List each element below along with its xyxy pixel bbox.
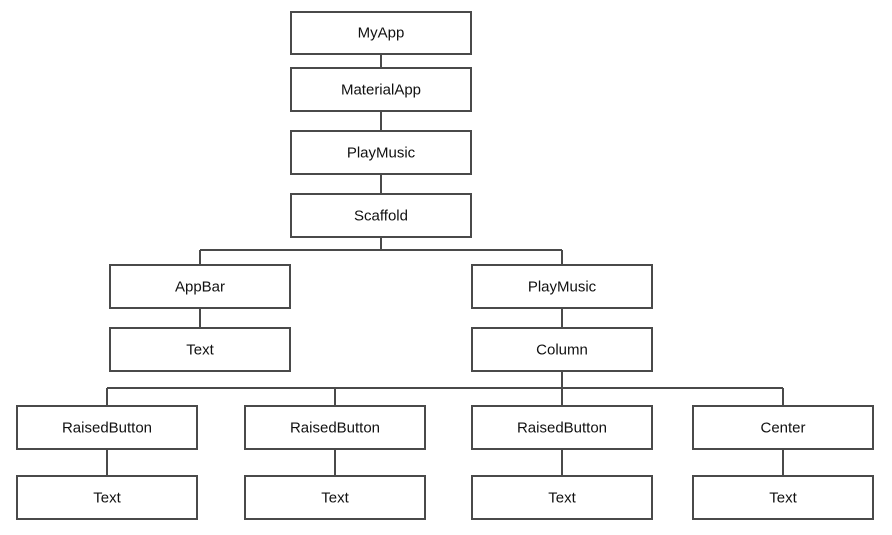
node-box — [290, 130, 472, 175]
node-label: MaterialApp — [341, 82, 421, 99]
node-box — [290, 67, 472, 112]
node-box — [692, 405, 874, 450]
node-center: Center — [692, 405, 874, 450]
node-label: Text — [769, 490, 797, 507]
node-playmusic-1: PlayMusic — [290, 130, 472, 175]
node-box — [290, 193, 472, 238]
node-label: Text — [93, 490, 121, 507]
node-center-text: Text — [692, 475, 874, 520]
node-label: RaisedButton — [62, 420, 152, 437]
edges — [106, 54, 784, 476]
node-box — [290, 11, 472, 55]
node-label: RaisedButton — [517, 420, 607, 437]
node-box — [471, 405, 653, 450]
node-myapp: MyApp — [290, 11, 472, 55]
node-box — [244, 405, 426, 450]
node-box — [109, 264, 291, 309]
node-box — [16, 475, 198, 520]
node-scaffold: Scaffold — [290, 193, 472, 238]
node-column: Column — [471, 327, 653, 372]
node-box — [471, 327, 653, 372]
node-label: Text — [186, 342, 214, 359]
node-label: Text — [321, 490, 349, 507]
node-box — [16, 405, 198, 450]
node-label: Column — [536, 342, 588, 359]
node-label: PlayMusic — [347, 145, 416, 162]
node-label: Center — [760, 420, 805, 437]
node-box — [244, 475, 426, 520]
node-label: RaisedButton — [290, 420, 380, 437]
node-appbar-text: Text — [109, 327, 291, 372]
node-label: Text — [548, 490, 576, 507]
node-appbar: AppBar — [109, 264, 291, 309]
node-materialapp: MaterialApp — [290, 67, 472, 112]
node-raisedbutton-3-text: Text — [471, 475, 653, 520]
node-raisedbutton-2: RaisedButton — [244, 405, 426, 450]
node-box — [471, 264, 653, 309]
node-playmusic-2: PlayMusic — [471, 264, 653, 309]
node-raisedbutton-1: RaisedButton — [16, 405, 198, 450]
node-label: AppBar — [175, 279, 225, 296]
node-raisedbutton-3: RaisedButton — [471, 405, 653, 450]
node-label: MyApp — [358, 25, 405, 42]
node-box — [471, 475, 653, 520]
node-raisedbutton-2-text: Text — [244, 475, 426, 520]
node-box — [109, 327, 291, 372]
node-label: Scaffold — [354, 208, 408, 225]
node-label: PlayMusic — [528, 279, 597, 296]
node-raisedbutton-1-text: Text — [16, 475, 198, 520]
node-box — [692, 475, 874, 520]
